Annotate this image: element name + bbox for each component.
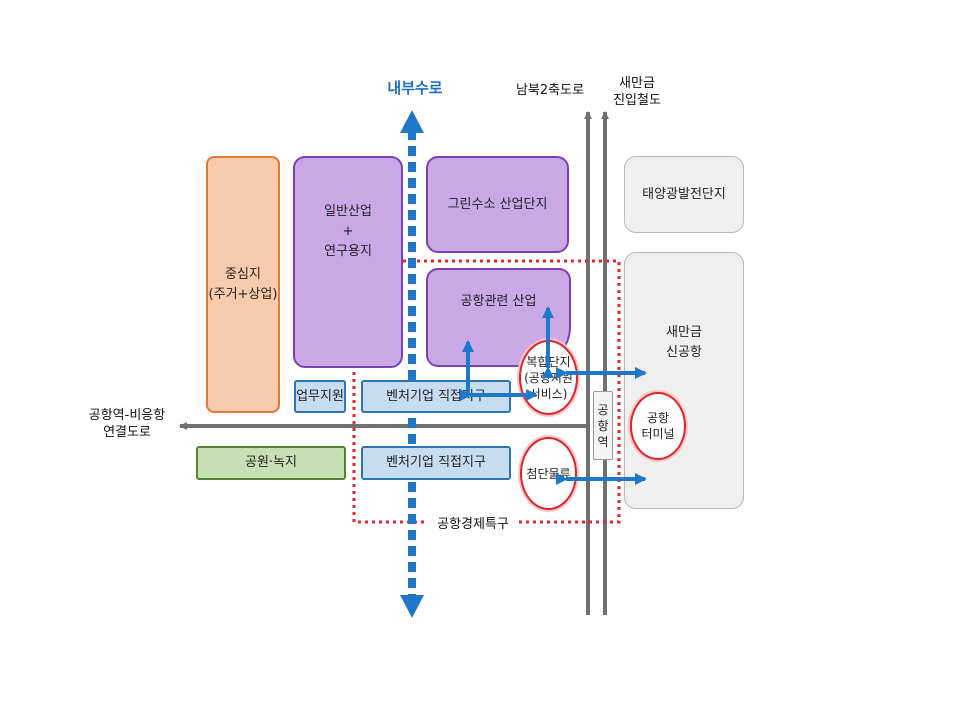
waterway-arrow-down: [400, 595, 424, 618]
new-airport-zone: 새만금 신공항: [624, 252, 744, 509]
waterway-arrow-up: [400, 110, 424, 133]
free-zone-label: 공항경제특구: [428, 516, 518, 533]
general-industry-label: 일반산업 + 연구용지: [324, 204, 372, 259]
waterway-label: 내부수로: [387, 79, 443, 97]
solar-label: 태양광발전단지: [642, 186, 726, 202]
venture-bottom-label: 벤처기업 직접지구: [386, 455, 486, 470]
business-support-label: 업무지원: [296, 388, 344, 404]
park-green-zone: 공원·녹지: [196, 446, 346, 480]
airport-industry-label: 공항관련 산업: [460, 294, 537, 309]
rail-label: 새만금 진입철도: [613, 76, 661, 108]
green-hydrogen-zone: 그린수소 산업단지: [426, 156, 569, 253]
center-land-label: 중심지 (주거+상업): [208, 266, 278, 302]
center-land-zone: 중심지 (주거+상업): [206, 156, 280, 413]
link-road-label: 공항역-비응항 연결도로: [88, 408, 166, 440]
airport-station-box: 공 항 역: [593, 391, 613, 460]
new-airport-label: 새만금 신공항: [666, 325, 702, 360]
general-industry-zone: 일반산업 + 연구용지: [293, 156, 403, 368]
park-green-label: 공원·녹지: [245, 455, 297, 470]
venture-zone-bottom: 벤처기업 직접지구: [361, 446, 511, 480]
terminal-circle: 공항 터미널: [630, 392, 686, 460]
terminal-label: 공항 터미널: [641, 411, 675, 441]
green-hydrogen-label: 그린수소 산업단지: [447, 196, 548, 212]
airport-station-label: 공 항 역: [597, 402, 609, 449]
business-support-zone: 업무지원: [294, 380, 346, 413]
road-north-label: 남북2축도로: [515, 83, 585, 98]
solar-zone: 태양광발전단지: [624, 156, 744, 233]
